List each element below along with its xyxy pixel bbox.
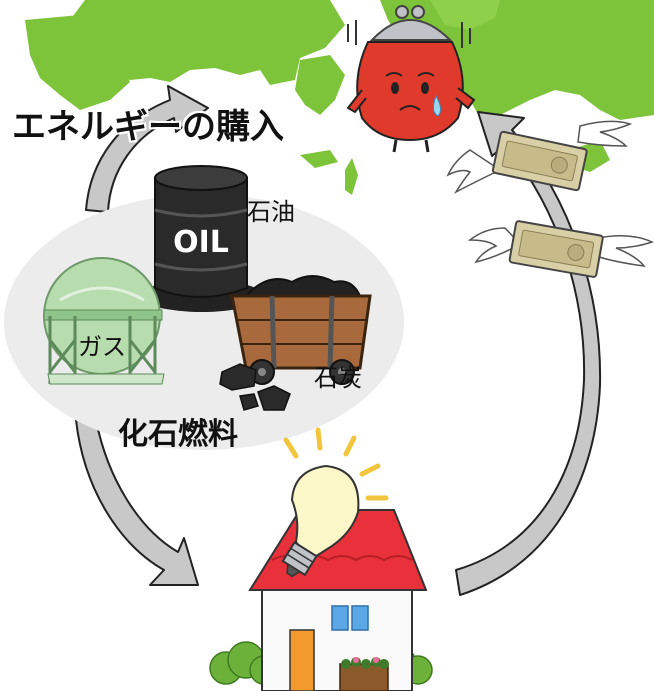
coal-label: 石炭 bbox=[314, 364, 362, 392]
flying-banknote-2 bbox=[467, 220, 654, 278]
light-bulb-icon bbox=[281, 427, 389, 578]
arrow-left-down bbox=[75, 419, 199, 586]
coal-lumps bbox=[219, 363, 291, 411]
light-ray bbox=[343, 435, 357, 457]
continent-eurasia bbox=[70, 0, 345, 85]
purse-clasp bbox=[369, 19, 453, 41]
gas-label: ガス bbox=[78, 333, 126, 361]
island-indonesia bbox=[300, 150, 338, 168]
fossil-fuels-label: 化石燃料 bbox=[118, 417, 238, 452]
continent-asia-east bbox=[295, 55, 345, 115]
continent-africa bbox=[25, 15, 130, 110]
continent-americas bbox=[380, 0, 654, 120]
purse-body bbox=[356, 41, 464, 142]
energy-purchase-title: エネルギーの購入 bbox=[12, 107, 284, 147]
light-ray bbox=[315, 427, 323, 451]
oil-barrel: OIL bbox=[140, 165, 264, 312]
oil-barrel-text: OIL bbox=[173, 225, 229, 260]
oil-label: 石油 bbox=[247, 198, 295, 226]
coal-cart bbox=[230, 275, 372, 385]
gas-tank bbox=[43, 257, 165, 385]
arrow-top-left bbox=[85, 85, 209, 213]
island-japan bbox=[345, 158, 358, 195]
crying-purse bbox=[346, 5, 476, 153]
flying-banknote-1 bbox=[446, 120, 633, 194]
tear-drop bbox=[432, 94, 442, 117]
continent-greenland bbox=[430, 0, 500, 30]
light-ray bbox=[359, 463, 381, 477]
light-ray bbox=[283, 437, 299, 459]
house bbox=[209, 509, 433, 691]
